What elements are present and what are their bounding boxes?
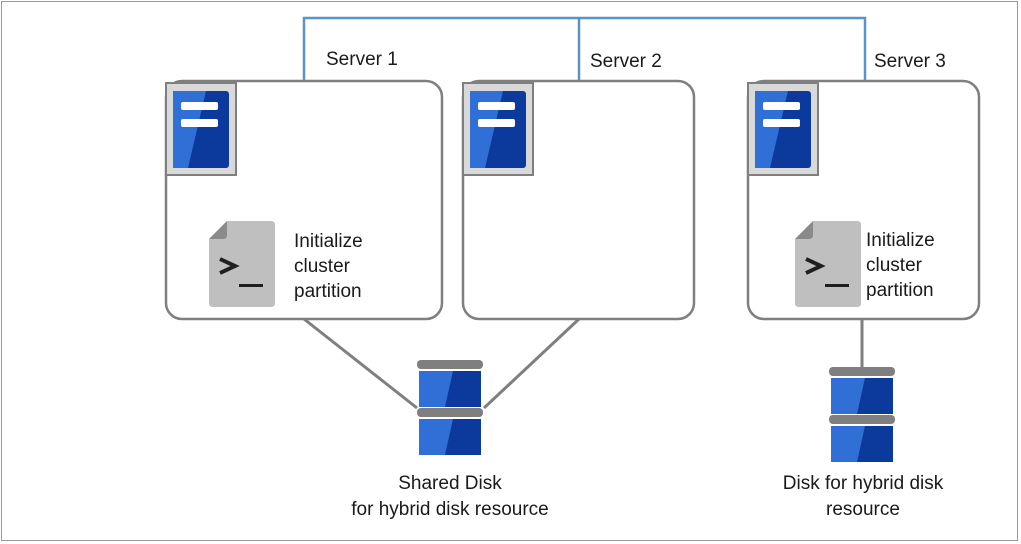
network-line <box>302 16 867 81</box>
server-1-action-label: Initialize cluster partition <box>294 231 363 302</box>
server-2-icon <box>462 82 534 176</box>
script-terminal-icon <box>207 219 277 309</box>
shared-disk-icon <box>417 360 483 455</box>
shared-disk-caption: Shared Disk for hybrid disk resource <box>351 473 549 520</box>
script-terminal-icon <box>793 219 863 309</box>
server-3-icon <box>747 82 819 176</box>
hybrid-disk-caption: Disk for hybrid disk resource <box>782 473 944 520</box>
server-1-name: Server 1 <box>326 49 398 70</box>
server-3-action-label: Initialize cluster partition <box>866 230 935 301</box>
hybrid-disk-icon <box>829 367 895 462</box>
server-3-name: Server 3 <box>874 51 946 72</box>
server-1-icon <box>165 82 237 176</box>
disk-connectors <box>303 317 864 410</box>
server-2-name: Server 2 <box>590 51 662 72</box>
